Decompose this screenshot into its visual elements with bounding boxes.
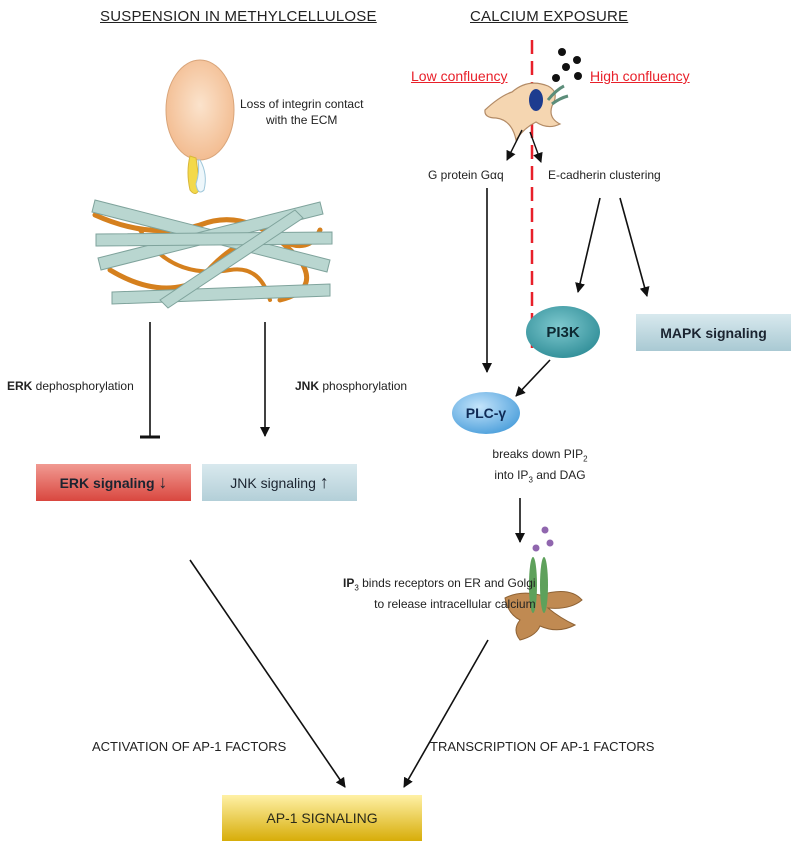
keratinocyte-cell [484,82,569,142]
to-pi3k-arrow [575,197,601,293]
plc-ellipse [452,392,520,434]
right-heading: CALCIUM EXPOSURE [470,8,629,25]
activation-label: ACTIVATION OF AP-1 FACTORS [92,739,287,754]
ip3-label: IP3 binds receptors on ER and Golgi to r… [343,576,536,612]
jnk-signaling-box: JNK signaling ↑ [230,472,329,492]
jnk-arrow-label: JNK phosphorylation [295,379,408,393]
up-arrow-icon: ↑ [319,472,329,492]
transcription-label: TRANSCRIPTION OF AP-1 FACTORS [430,739,655,754]
pi3k-to-plc-arrow [515,359,551,397]
erk-signaling-box: ERK signaling ↓ [59,472,168,492]
g-protein-label: G protein Gαq [428,168,504,182]
activation-arrow [189,559,346,788]
ecm-fibers [91,199,333,309]
ecadherin-label: E-cadherin clustering [548,168,661,182]
down-arrow-icon: ↓ [158,472,168,492]
jnk-box-bg [202,464,357,501]
mapk-signaling-box: MAPK signaling [660,324,767,341]
ecadherin-arrow [529,131,543,163]
high-confluency-label: High confluency [590,68,690,84]
erk-arrow-label: ERK dephosphorylation [7,379,134,393]
ap1-box-bg [222,795,422,841]
gq-arrow [506,129,523,161]
suspended-cell [165,59,235,194]
pip2-label: breaks down PIP2 into IP3 and DAG [492,447,588,485]
left-heading: SUSPENSION IN METHYLCELLULOSE [100,8,377,25]
integrin-label: Loss of integrin contact with the ECM [240,97,364,127]
low-confluency-label: Low confluency [411,68,508,84]
pi3k-node: PI3K [546,323,580,341]
transcription-arrow [403,639,489,788]
pi3k-ellipse [526,306,600,358]
plc-node: PLC-γ [465,405,507,421]
calcium-ions [552,48,582,82]
er-golgi [504,526,583,641]
mapk-box-bg [636,314,791,351]
ap1-signaling-box: AP-1 SIGNALING [266,810,378,826]
erk-box-bg [36,464,191,501]
to-mapk-arrow [619,197,650,297]
